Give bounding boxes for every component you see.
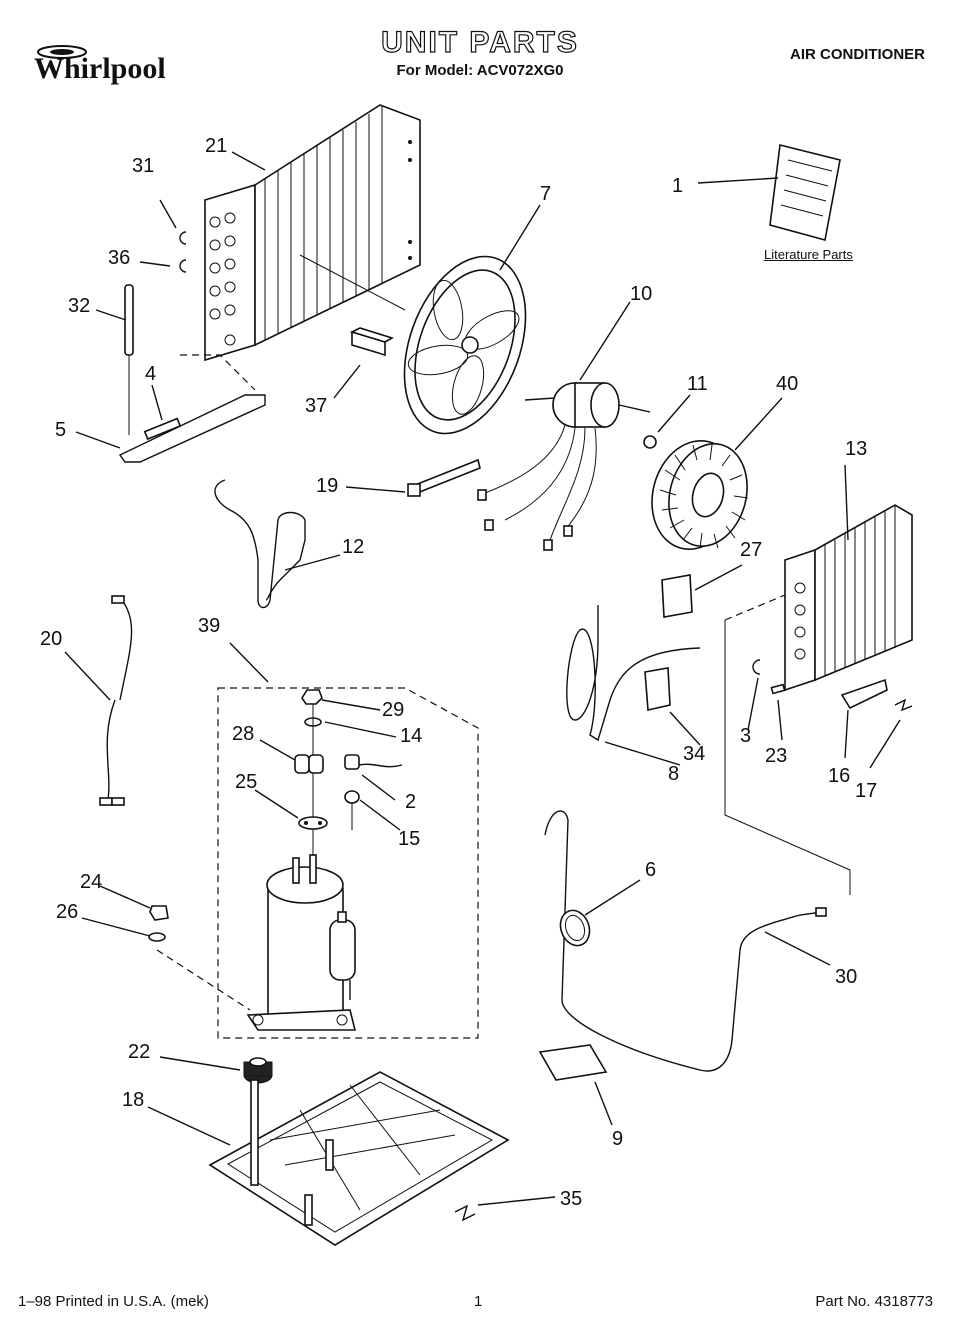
callout-35: 35: [560, 1188, 582, 1210]
hairpin-clips: [179, 231, 187, 273]
callout-39: 39: [198, 615, 220, 637]
callout-22: 22: [128, 1041, 150, 1063]
callout-29: 29: [382, 699, 404, 721]
callout-31: 31: [132, 155, 154, 177]
base-pan: [208, 1071, 510, 1246]
tube-32: [124, 284, 134, 435]
callout-2: 2: [405, 791, 416, 813]
bracket-16: [840, 678, 888, 710]
callout-18: 18: [122, 1089, 144, 1111]
condenser-coil: [204, 104, 421, 362]
callout-32: 32: [68, 295, 90, 317]
clip-3: [752, 659, 761, 675]
grommet-22: [243, 1057, 273, 1084]
literature-parts-label: Literature Parts: [764, 247, 853, 262]
part-number: Part No. 4318773: [815, 1293, 933, 1310]
callout-36: 36: [108, 247, 130, 269]
page-title: UNIT PARTS: [381, 25, 579, 59]
fan-motor: [477, 382, 651, 551]
callout-12: 12: [342, 536, 364, 558]
callout-34: 34: [683, 743, 705, 765]
foam-pad-34: [644, 667, 671, 711]
callout-3: 3: [740, 725, 751, 747]
wire-tie-19: [407, 458, 481, 497]
filter-9: [538, 1044, 608, 1081]
callout-4: 4: [145, 363, 156, 385]
callout-26: 26: [56, 901, 78, 923]
callout-9: 9: [612, 1128, 623, 1150]
capillary-tube-8: [566, 605, 701, 742]
blower-wheel: [651, 439, 749, 551]
model-subtitle: For Model: ACV072XG0: [396, 62, 564, 79]
tube-12: [214, 479, 306, 609]
callout-labels: 1 2 3 4 5 6 7 8 9 10 11 12 13 14 15 16 1…: [40, 135, 877, 1210]
compressor-group-box: [217, 687, 479, 1039]
foam-pad-27: [661, 574, 693, 618]
callout-24: 24: [80, 871, 102, 893]
callout-7: 7: [540, 183, 551, 205]
callout-15: 15: [398, 828, 420, 850]
screw-17: [894, 698, 913, 712]
screw-35: [454, 1204, 476, 1222]
part-23: [770, 683, 786, 695]
drain-tubing: [544, 810, 827, 1072]
callout-23: 23: [765, 745, 787, 767]
callout-20: 20: [40, 628, 62, 650]
callout-25: 25: [235, 771, 257, 793]
callout-10: 10: [630, 283, 652, 305]
callout-11: 11: [687, 373, 708, 395]
literature-booklet: [769, 144, 841, 242]
condenser-fan: [403, 255, 527, 435]
callout-30: 30: [835, 966, 857, 988]
page-number: 1: [474, 1293, 483, 1310]
leader-lines: [64, 151, 901, 1206]
mount-guide-line: [156, 949, 251, 1011]
nut-11: [643, 435, 657, 449]
callout-37: 37: [305, 395, 327, 417]
callout-28: 28: [232, 723, 254, 745]
evaporator-coil: [724, 504, 913, 895]
callout-1: 1: [672, 175, 683, 197]
nut-24: [149, 905, 169, 921]
logo-swoosh-icon: [37, 45, 87, 59]
callout-14: 14: [400, 725, 422, 747]
compressor: [246, 854, 357, 1031]
print-info: 1–98 Printed in U.S.A. (mek): [18, 1293, 209, 1310]
washer-26: [148, 932, 166, 942]
callout-21: 21: [205, 135, 227, 157]
callout-8: 8: [668, 763, 679, 785]
wire-harness-20: [99, 595, 133, 806]
shipping-block-37: [349, 327, 394, 357]
callout-19: 19: [316, 475, 338, 497]
compressor-hardware: [294, 689, 403, 870]
callout-5: 5: [55, 419, 66, 441]
brand-name: Whirlpool: [34, 52, 166, 85]
callout-17: 17: [855, 780, 877, 802]
whirlpool-logo: Whirlpool: [34, 42, 204, 92]
callout-6: 6: [645, 859, 656, 881]
callout-13: 13: [845, 438, 867, 460]
callout-16: 16: [828, 765, 850, 787]
product-type: AIR CONDITIONER: [790, 46, 925, 63]
callout-27: 27: [740, 539, 762, 561]
tube-assembly-4-5: [118, 354, 266, 463]
callout-40: 40: [776, 373, 798, 395]
